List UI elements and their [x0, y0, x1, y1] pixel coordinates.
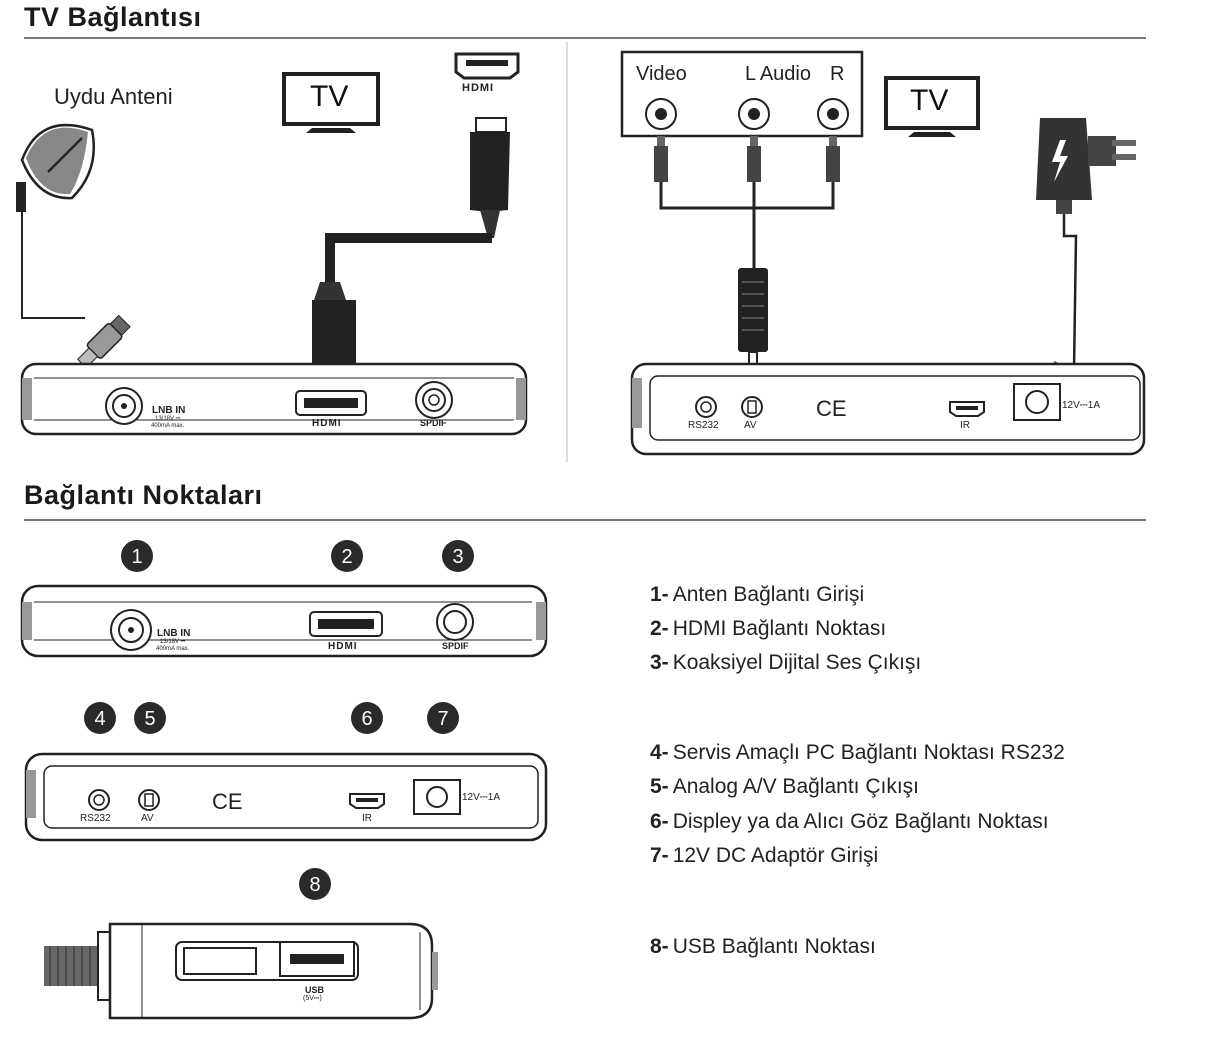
receiver-panel-1	[20, 584, 548, 658]
panel1-hdmi-label: HDMI	[328, 641, 358, 652]
r-label: R	[830, 63, 845, 85]
svg-text:3: 3	[452, 546, 463, 568]
marker-5: 5	[134, 702, 166, 734]
legend-text: Analog A/V Bağlantı Çıkışı	[672, 775, 919, 798]
legend-number: 5-	[650, 775, 669, 798]
panel1-spdif-label: SPDIF	[442, 641, 469, 651]
port-rs232-label: RS232	[688, 420, 719, 431]
marker-6: 6	[351, 702, 383, 734]
usb-label: USB	[305, 985, 325, 995]
marker-3: 3	[442, 540, 474, 572]
marker-2: 2	[331, 540, 363, 572]
marker-7: 7	[427, 702, 459, 734]
coax-plug-icon	[77, 314, 131, 369]
marker-1: 1	[121, 540, 153, 572]
rca-cable	[654, 136, 840, 377]
port-ir-label: IR	[960, 420, 970, 431]
port-lnb-label: LNB IN	[152, 405, 186, 416]
power-adapter-icon	[1036, 118, 1136, 390]
legend-item-8: 8-USB Bağlantı Noktası	[650, 935, 876, 959]
receiver-back-left	[20, 362, 528, 436]
svg-text:5: 5	[144, 708, 155, 730]
legend-text: HDMI Bağlantı Noktası	[672, 617, 887, 640]
panel2-av-label: AV	[141, 813, 154, 824]
f-connector-icon	[44, 931, 111, 1001]
legend-text: Koaksiyel Dijital Ses Çıkışı	[672, 651, 922, 674]
hdmi-logo-top: HDMI	[462, 82, 495, 94]
panel2-rs232-label: RS232	[80, 813, 111, 824]
panel2-ce-mark: CE	[212, 789, 243, 814]
legend-item-7: 7-12V DC Adaptör Girişi	[650, 844, 878, 868]
receiver-back-right	[630, 362, 1146, 456]
port-hdmi-label: HDMI	[312, 418, 342, 429]
panel2-power-spec: 12V⎓1A	[462, 792, 501, 803]
port-spdif-label: SPDIF	[420, 418, 447, 428]
svg-text:7: 7	[437, 708, 448, 730]
legend-text: Anten Bağlantı Girişi	[672, 583, 865, 606]
legend-text: 12V DC Adaptör Girişi	[672, 844, 879, 867]
legend-item-6: 6-Displey ya da Alıcı Göz Bağlantı Nokta…	[650, 810, 1049, 834]
tv-label-left: TV	[310, 80, 349, 113]
satellite-dish-icon	[16, 123, 96, 212]
legend-item-2: 2-HDMI Bağlantı Noktası	[650, 617, 886, 641]
title-rule-top	[24, 37, 1146, 39]
legend-number: 7-	[650, 844, 669, 867]
legend-item-4: 4-Servis Amaçlı PC Bağlantı Noktası RS23…	[650, 741, 1065, 765]
legend-number: 3-	[650, 651, 669, 674]
svg-text:6: 6	[361, 708, 372, 730]
receiver-panel-2	[24, 752, 548, 842]
ports-title: Bağlantı Noktaları	[24, 480, 263, 510]
legend-text: Displey ya da Alıcı Göz Bağlantı Noktası	[672, 810, 1049, 833]
legend-item-3: 3-Koaksiyel Dijital Ses Çıkışı	[650, 651, 921, 675]
legend-item-1: 1-Anten Bağlantı Girişi	[650, 583, 864, 607]
panel2-ir-label: IR	[362, 813, 372, 824]
title-rule-ports	[24, 519, 1146, 521]
tv-icon-left	[282, 72, 380, 133]
video-label: Video	[636, 63, 687, 85]
port-lnb-spec1: 13/18V ⎓	[155, 416, 181, 422]
power-spec-label: 12V⎓1A	[1062, 400, 1101, 411]
panel1-lnb-label: LNB IN	[157, 628, 191, 639]
ce-mark: CE	[816, 396, 847, 421]
svg-text:2: 2	[341, 546, 352, 568]
tv-connection-title: TV Bağlantısı	[24, 2, 202, 32]
port-av-label: AV	[744, 420, 757, 431]
antenna-label: Uydu Anteni	[54, 84, 173, 109]
antenna-cable	[21, 205, 85, 319]
hdmi-cable	[312, 117, 510, 383]
usb-spec: (5V⎓)	[303, 995, 322, 1002]
legend-item-5: 5-Analog A/V Bağlantı Çıkışı	[650, 775, 919, 799]
marker-8: 8	[299, 868, 331, 900]
panel1-lnb-spec1: 13/18V ⎓	[160, 639, 186, 645]
tv-icon-right	[884, 76, 980, 137]
legend-number: 4-	[650, 741, 669, 764]
svg-text:1: 1	[131, 546, 142, 568]
marker-4: 4	[84, 702, 116, 734]
legend-number: 8-	[650, 935, 669, 958]
legend-text: Servis Amaçlı PC Bağlantı Noktası RS232	[672, 741, 1065, 764]
legend-number: 6-	[650, 810, 669, 833]
port-lnb-spec2: 400mA max.	[151, 423, 185, 429]
legend-number: 1-	[650, 583, 669, 606]
legend-text: USB Bağlantı Noktası	[672, 935, 876, 958]
panel1-lnb-spec2: 400mA max.	[156, 646, 190, 652]
tv-label-right: TV	[910, 84, 949, 117]
svg-text:4: 4	[94, 708, 105, 730]
l-audio-label: L Audio	[745, 63, 811, 85]
hdmi-connector-icon	[454, 52, 520, 80]
receiver-panel-3	[44, 922, 438, 1020]
svg-text:8: 8	[309, 874, 320, 896]
legend-number: 2-	[650, 617, 669, 640]
rca-jack-panel	[620, 50, 864, 138]
